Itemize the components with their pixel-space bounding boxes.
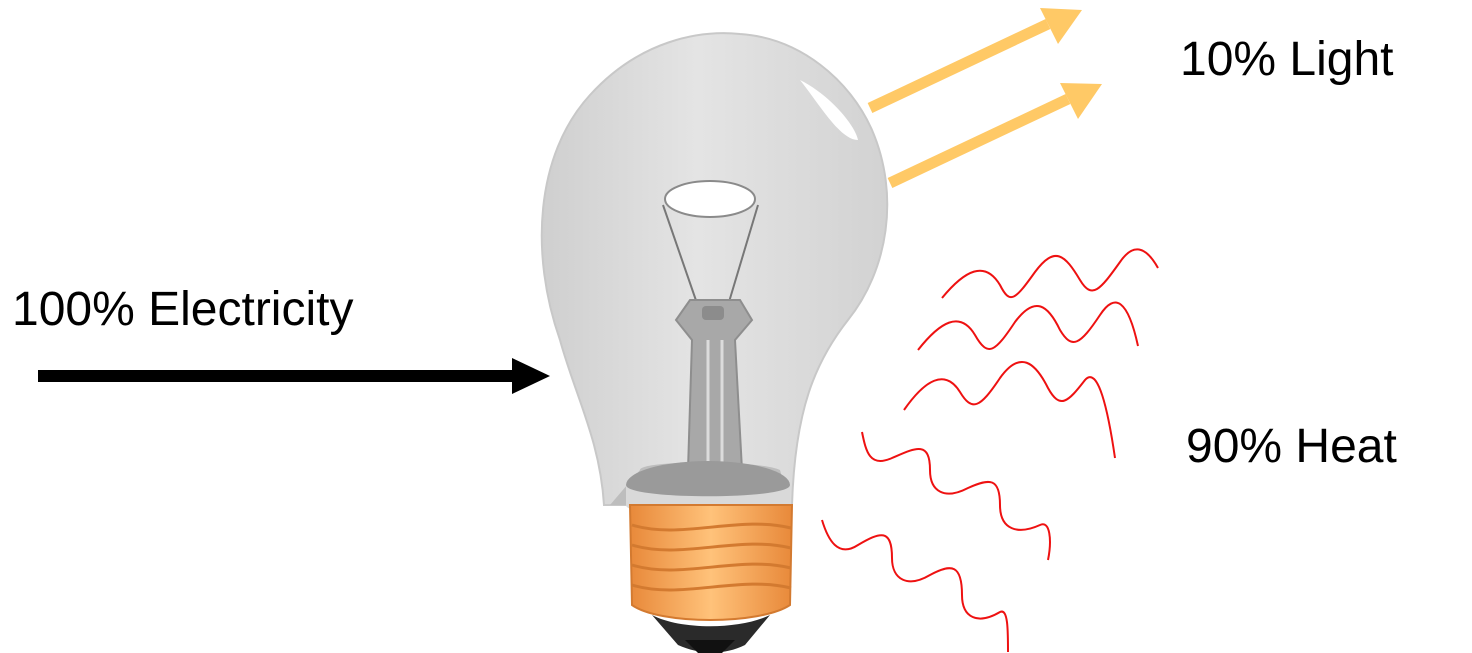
electricity-arrow <box>38 358 550 394</box>
light-output-label: 10% Light <box>1180 33 1394 86</box>
heat-wave-3 <box>903 360 1116 459</box>
light-bulb-icon <box>540 32 889 653</box>
light-arrow-lower <box>887 83 1102 188</box>
heat-waves <box>821 248 1159 653</box>
heat-wave-5 <box>821 519 1009 653</box>
heat-wave-1 <box>941 248 1159 299</box>
light-arrow-upper <box>867 8 1082 113</box>
heat-wave-2 <box>917 301 1139 351</box>
heat-output-label: 90% Heat <box>1186 420 1397 473</box>
heat-wave-4 <box>861 431 1051 561</box>
electricity-input-label: 100% Electricity <box>12 283 354 336</box>
